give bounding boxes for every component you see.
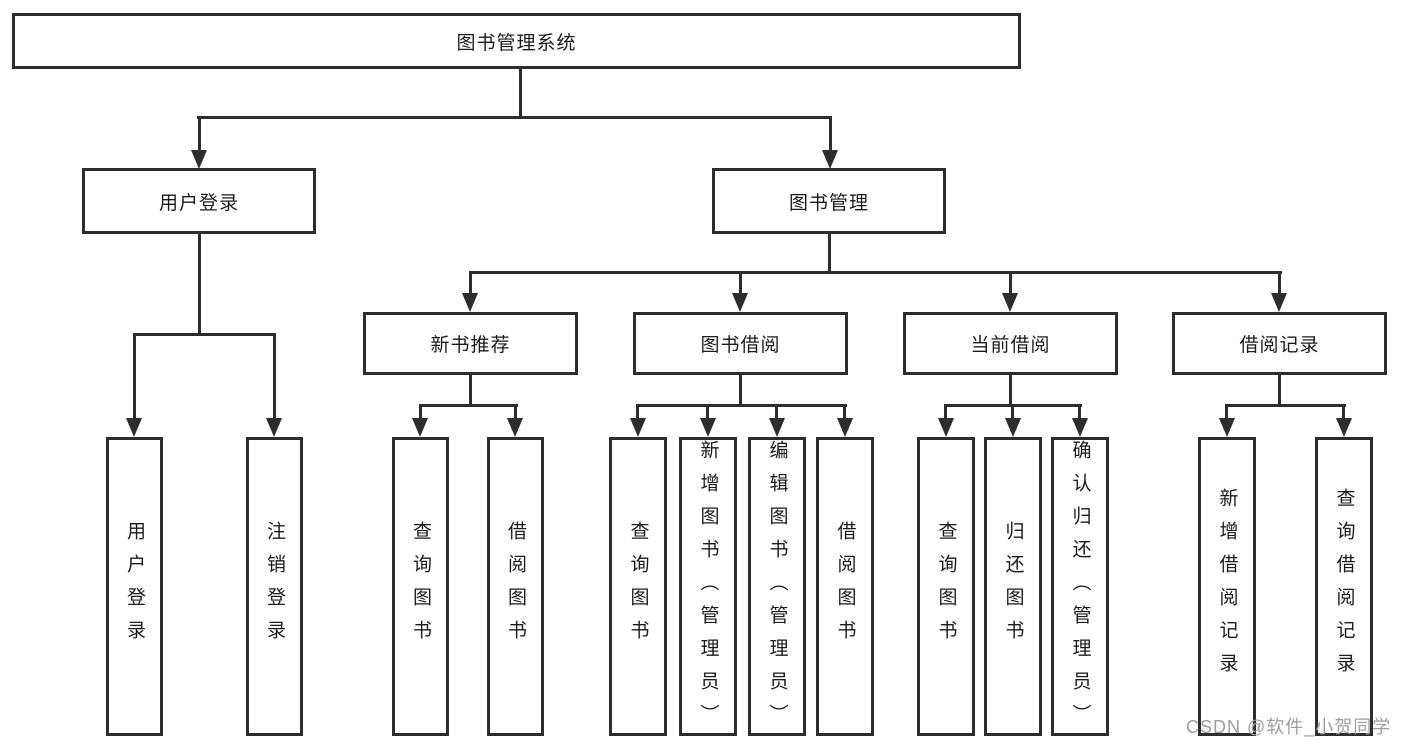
arrowhead-borrow-record	[1271, 293, 1287, 312]
arrowhead-newbook-leaf-2	[507, 418, 523, 437]
connector-borrow-arm-4	[843, 404, 846, 421]
arrowhead-book-mgmt	[822, 150, 838, 169]
connector-root-arm-right	[829, 116, 832, 152]
arrowhead-record-leaf-1	[1219, 418, 1235, 437]
connector-login-arm-1	[133, 333, 136, 421]
connector-login-stem	[198, 233, 201, 336]
arrowhead-leaf-logout	[266, 418, 282, 437]
leaf-edit-book-admin: 编辑图书（管理员）	[748, 437, 806, 737]
leaf-return-book: 归还图书	[984, 437, 1042, 736]
leaf-add-borrow-record: 新增借阅记录	[1198, 437, 1256, 736]
leaf-borrow-book-recommend: 借阅图书	[487, 437, 544, 736]
node-root-system: 图书管理系统	[12, 13, 1021, 69]
leaf-borrow-book: 借阅图书	[816, 437, 874, 736]
leaf-logout: 注销登录	[246, 437, 303, 736]
connector-mgmt-hbar	[469, 271, 1282, 274]
arrowhead-book-borrow	[732, 293, 748, 312]
leaf-query-book-recommend: 查询图书	[392, 437, 449, 736]
arrowhead-borrow-leaf-1	[630, 418, 646, 437]
leaf-query-borrow-record: 查询借阅记录	[1315, 437, 1373, 736]
arrowhead-newbook-leaf-1	[412, 418, 428, 437]
node-borrow-record: 借阅记录	[1172, 312, 1387, 375]
node-new-book-recommend: 新书推荐	[363, 312, 578, 375]
connector-current-arm-1	[944, 404, 947, 421]
arrowhead-current-leaf-2	[1005, 418, 1021, 437]
arrowhead-borrow-leaf-4	[837, 418, 853, 437]
connector-current-stem	[1009, 374, 1012, 407]
arrowhead-current-leaf-1	[938, 418, 954, 437]
leaf-query-book-borrow: 查询图书	[609, 437, 667, 736]
connector-login-arm-2	[273, 333, 276, 421]
node-current-borrow: 当前借阅	[903, 312, 1118, 375]
node-book-borrow: 图书借阅	[633, 312, 848, 375]
connector-newbook-arm-1	[419, 404, 422, 421]
connector-record-stem	[1278, 375, 1281, 407]
leaf-user-login: 用户登录	[106, 437, 163, 736]
watermark: CSDN @软件_小贺同学	[1186, 717, 1392, 737]
connector-root-arm-left	[198, 116, 201, 152]
connector-record-arm-1	[1225, 404, 1228, 421]
connector-newbook-stem	[469, 374, 472, 407]
node-user-login: 用户登录	[82, 168, 316, 234]
connector-record-arm-2	[1342, 404, 1345, 421]
leaf-confirm-return-admin: 确认归还（管理员）	[1051, 437, 1109, 737]
connector-borrow-arm-3	[775, 404, 778, 421]
connector-mgmt-stem	[828, 233, 831, 274]
connector-borrow-arm-1	[636, 404, 639, 421]
leaf-query-book-current: 查询图书	[917, 437, 975, 736]
arrowhead-user-login	[191, 150, 207, 169]
arrowhead-leaf-user-login	[126, 418, 142, 437]
connector-newbook-arm-2	[514, 404, 517, 421]
connector-record-hbar	[1225, 404, 1346, 407]
node-book-management: 图书管理	[712, 168, 946, 234]
connector-mgmt-arm-4	[1278, 271, 1281, 296]
connector-mgmt-arm-2	[739, 271, 742, 296]
arrowhead-current-leaf-3	[1072, 418, 1088, 437]
connector-root-hbar	[197, 116, 832, 119]
leaf-add-book-admin: 新增图书（管理员）	[679, 437, 737, 737]
connector-borrow-hbar	[636, 404, 847, 407]
arrowhead-record-leaf-2	[1336, 418, 1352, 437]
arrowhead-new-book	[462, 293, 478, 312]
arrowhead-borrow-leaf-3	[769, 418, 785, 437]
connector-current-arm-2	[1011, 404, 1014, 421]
connector-borrow-stem	[739, 374, 742, 407]
arrowhead-current-borrow	[1002, 293, 1018, 312]
connector-borrow-arm-2	[706, 404, 709, 421]
arrowhead-borrow-leaf-2	[700, 418, 716, 437]
connector-mgmt-arm-1	[469, 271, 472, 296]
connector-mgmt-arm-3	[1009, 271, 1012, 296]
connector-root-stem	[519, 68, 522, 118]
connector-newbook-hbar	[419, 404, 518, 407]
connector-current-arm-3	[1078, 404, 1081, 421]
connector-login-hbar	[133, 333, 276, 336]
